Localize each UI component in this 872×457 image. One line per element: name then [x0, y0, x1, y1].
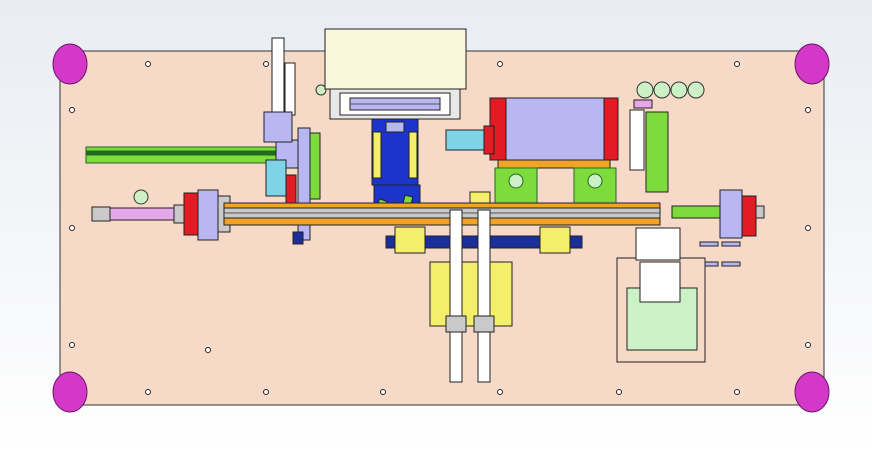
bin-tank: [616, 99, 706, 363]
press-block: [445, 97, 619, 169]
caster-wheels: [52, 43, 830, 413]
caster-top-right: [794, 43, 830, 85]
indicator-top: [315, 84, 327, 96]
right-cylinder: [671, 189, 765, 267]
mounting-holes: [69, 61, 811, 395]
left-vertical-mechanism: [263, 37, 321, 245]
horizontal-cylinder: [85, 139, 299, 169]
caster-top-left: [52, 43, 88, 85]
lower-fixtures: [394, 209, 571, 383]
indicator-left: [133, 189, 149, 205]
caster-bottom-left: [52, 371, 88, 413]
gripper-units: [469, 167, 617, 221]
cover-housing: [324, 28, 467, 120]
status-lamps: [636, 81, 705, 99]
caster-bottom-right: [794, 371, 830, 413]
